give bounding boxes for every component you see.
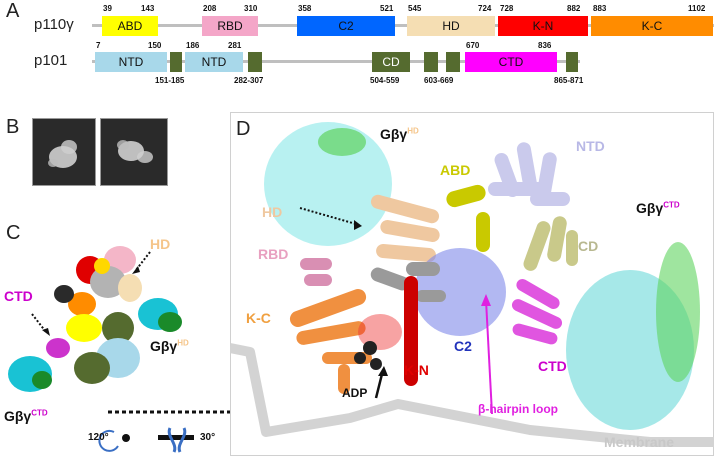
p110-domain-c2: C2 xyxy=(297,16,395,36)
panel-d-label-rbd: RBD xyxy=(258,246,289,262)
em-particle-2 xyxy=(117,140,153,163)
p110-hd-start: 545 xyxy=(408,4,422,13)
p101-domain-ntd-2: NTD xyxy=(185,52,243,72)
p110-kc-start: 883 xyxy=(593,4,607,13)
p110-domain-rbd: RBD xyxy=(202,16,258,36)
p110-chain-line xyxy=(92,24,714,27)
panel-d-label-c2: C2 xyxy=(454,338,472,354)
structure-model-cartoon xyxy=(230,122,714,447)
panel-d-label-kc: K-C xyxy=(246,310,271,326)
p110-rbd-end: 310 xyxy=(244,4,258,13)
panel-d-label-membrane: Membrane xyxy=(604,434,675,450)
p110-hd-end: 724 xyxy=(478,4,492,13)
p101-domain-ctd: CTD xyxy=(465,52,557,72)
panel-d-label-gby-ctd: GβγCTD xyxy=(636,200,680,216)
p101-linker-603-669-a xyxy=(424,52,438,72)
panel-d-label-ntd: NTD xyxy=(576,138,605,154)
em-class-average-1 xyxy=(32,118,96,186)
em-class-average-2 xyxy=(100,118,168,186)
panel-letter-a: A xyxy=(6,0,20,22)
panel-d-label-hairpin: β-hairpin loop xyxy=(478,402,558,416)
panel-d-label-abd: ABD xyxy=(440,162,471,178)
p110-abd-start: 39 xyxy=(103,4,112,13)
p101-ctd-end: 836 xyxy=(538,41,552,50)
panel-c-label-gby-hd: GβγHD xyxy=(150,338,189,354)
p110-c2-start: 358 xyxy=(298,4,312,13)
p101-chain-line xyxy=(92,60,580,63)
panel-d-label-kn: K-N xyxy=(404,362,429,378)
p101-linker-865-871 xyxy=(566,52,578,72)
p101-ntd1-end: 150 xyxy=(148,41,162,50)
p101-ntd1-start: 7 xyxy=(96,41,101,50)
panel-d-label-ctd: CTD xyxy=(538,358,567,374)
panel-d-label-hd: HD xyxy=(262,204,283,220)
rotation-label-30: 30° xyxy=(200,432,216,443)
p101-linker-603-669-b xyxy=(446,52,460,72)
panel-letter-b: B xyxy=(6,116,20,138)
p110-rbd-start: 208 xyxy=(203,4,217,13)
p101-linker-label-504-559: 504-559 xyxy=(370,76,400,85)
p101-linker-151-185 xyxy=(170,52,182,72)
panel-c-label-gby-hd-sup: HD xyxy=(177,338,189,348)
panel-c-label-gby-ctd-sup: CTD xyxy=(31,408,48,418)
panel-d-label-gby-hd-sup: HD xyxy=(407,126,419,136)
p101-ntd2-start: 186 xyxy=(186,41,200,50)
p101-domain-ntd-1: NTD xyxy=(95,52,167,72)
p101-linker-282-307 xyxy=(248,52,262,72)
panel-d-frame xyxy=(230,112,714,456)
p101-ntd2-end: 281 xyxy=(228,41,242,50)
p101-label: p101 xyxy=(34,52,68,69)
p101-domain-cd: CD xyxy=(372,52,410,72)
panel-d-label-adp: ADP xyxy=(342,386,368,400)
panel-c-label-ctd: CTD xyxy=(4,288,33,304)
panel-c-label-gby-ctd: GβγCTD xyxy=(4,408,48,424)
p110-domain-abd: ABD xyxy=(102,16,158,36)
cryo-em-map-surface xyxy=(8,246,230,453)
p110-kn-end: 882 xyxy=(567,4,581,13)
rotation-axis-dot-icon xyxy=(122,434,130,442)
p110-label: p110γ xyxy=(34,16,74,33)
membrane-line xyxy=(230,343,714,447)
rotation-label-120: 120° xyxy=(88,432,109,443)
p110-domain-kn: K-N xyxy=(498,16,588,36)
p101-linker-label-282-307: 282-307 xyxy=(234,76,264,85)
em-particle-1 xyxy=(48,140,77,168)
panel-letter-d: D xyxy=(236,118,251,140)
panel-c-label-hd: HD xyxy=(150,236,171,252)
panel-d-label-gby-ctd-sup: CTD xyxy=(663,200,680,210)
p110-c2-end: 521 xyxy=(380,4,394,13)
panel-d-label-gby-hd: GβγHD xyxy=(380,126,419,142)
p101-ctd-start: 670 xyxy=(466,41,480,50)
panel-d-label-cd: CD xyxy=(578,238,599,254)
p101-linker-label-865-871: 865-871 xyxy=(554,76,584,85)
p101-linker-label-151-185: 151-185 xyxy=(155,76,185,85)
p110-kn-start: 728 xyxy=(500,4,514,13)
p110-kc-end: 1102 xyxy=(688,4,706,13)
p110-domain-hd: HD xyxy=(407,16,495,36)
p110-abd-end: 143 xyxy=(141,4,155,13)
rotation-axis-bar-icon xyxy=(158,435,194,440)
panel-letter-c: C xyxy=(6,222,21,244)
p101-linker-label-603-669: 603-669 xyxy=(424,76,454,85)
p110-domain-kc: K-C xyxy=(591,16,713,36)
